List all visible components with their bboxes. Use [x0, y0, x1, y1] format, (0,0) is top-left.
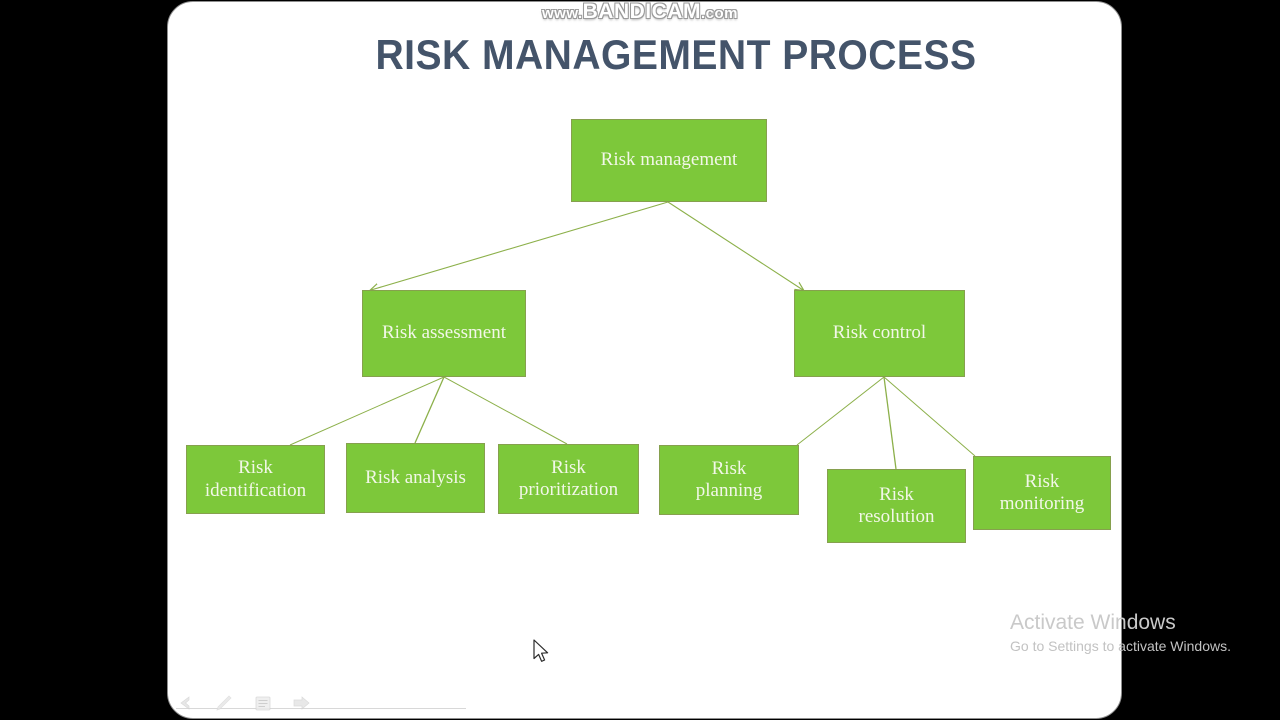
- node-risk-prioritization[interactable]: Risk prioritization: [498, 444, 639, 514]
- slide-page: RISK MANAGEMENT PROCESS Risk management: [167, 1, 1122, 719]
- connector-assessment-to-analysis: [414, 376, 445, 444]
- node-label-line2: identification: [204, 479, 307, 501]
- node-label: Risk assessment: [381, 322, 507, 344]
- node-risk-planning[interactable]: Risk planning: [659, 445, 799, 515]
- connector-assessment-to-identification: [289, 376, 445, 446]
- node-label: Risk management: [600, 149, 738, 171]
- pen-icon[interactable]: [214, 694, 236, 714]
- node-label-line2: monitoring: [999, 493, 1085, 514]
- node-label-line1: Risk: [238, 457, 273, 479]
- node-risk-management[interactable]: Risk management: [571, 119, 767, 202]
- node-risk-assessment[interactable]: Risk assessment: [362, 290, 526, 377]
- diagram-connectors: [289, 201, 976, 470]
- node-label-line2: resolution: [858, 506, 935, 527]
- node-label-line1: Risk analysis: [365, 466, 466, 488]
- node-label-line1: Risk: [711, 457, 747, 479]
- slide-toolbar: [176, 690, 476, 718]
- node-risk-monitoring[interactable]: Risk monitoring: [973, 456, 1111, 530]
- toolbar-divider: [176, 708, 466, 709]
- connector-control-to-monitoring: [883, 376, 976, 457]
- node-risk-control[interactable]: Risk control: [794, 290, 965, 377]
- node-label-line1: Risk: [879, 483, 914, 505]
- node-risk-resolution[interactable]: Risk resolution: [827, 469, 966, 543]
- node-label-line2: prioritization: [518, 479, 619, 500]
- node-risk-analysis[interactable]: Risk analysis: [346, 443, 485, 513]
- slide-menu-icon[interactable]: [252, 694, 274, 714]
- node-label-line1: Risk: [1024, 470, 1060, 492]
- node-label: Risk control: [832, 322, 927, 344]
- back-arrow-icon[interactable]: [176, 694, 198, 714]
- connector-control-to-planning: [796, 376, 885, 446]
- node-risk-identification[interactable]: Risk identification: [186, 445, 325, 514]
- connector-control-to-resolution: [883, 376, 897, 470]
- page-title: RISK MANAGEMENT PROCESS: [375, 31, 977, 78]
- node-label-line2: planning: [695, 480, 763, 501]
- forward-arrow-icon[interactable]: [290, 694, 312, 714]
- node-label-line1: Risk: [551, 456, 586, 478]
- connector-root-to-control: [667, 201, 803, 290]
- connector-assessment-to-prioritization: [443, 376, 568, 445]
- connector-root-to-assessment: [371, 201, 669, 290]
